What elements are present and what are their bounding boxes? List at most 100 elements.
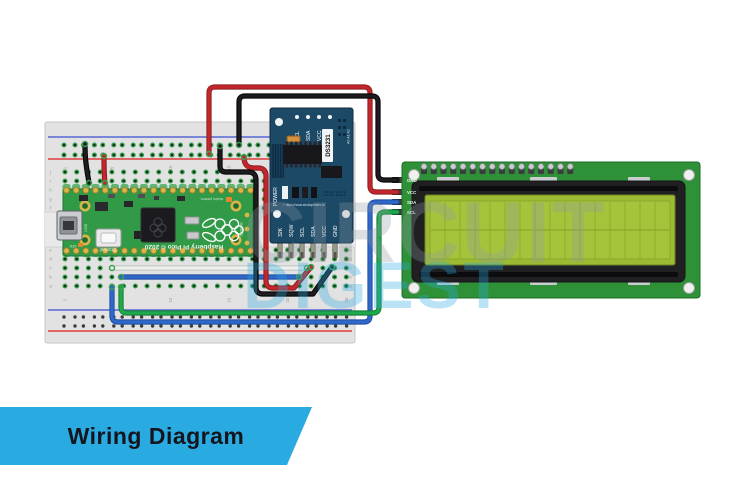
rail-hole (120, 315, 124, 319)
breadboard-hole (74, 256, 80, 262)
row-letter: e (349, 248, 352, 253)
breadboard-hole (320, 265, 326, 271)
breadboard-hole (109, 274, 115, 280)
lcd-header-pin (518, 163, 525, 170)
breadboard-hole (97, 274, 103, 280)
wire-end-hole (100, 152, 108, 160)
rail-hole (227, 152, 233, 158)
pico-pad (150, 186, 157, 194)
breadboard-hole (214, 178, 220, 184)
rail-hole (177, 152, 183, 158)
row-letter: c (49, 266, 51, 271)
pico-pad (130, 186, 138, 194)
raspberry-logo (201, 217, 244, 243)
ds3231-bottom-pin-label: SQW (289, 225, 295, 237)
battery-stripe (277, 144, 279, 178)
chip-pin (290, 163, 293, 168)
breadboard-hole (238, 178, 244, 184)
rail-hole (255, 142, 261, 148)
rail-hole (189, 324, 194, 328)
address-pads (338, 119, 346, 136)
breadboard-hole (179, 178, 185, 184)
rail-hole (139, 324, 144, 328)
chip-pin (294, 163, 298, 168)
lcd-header-pin (566, 163, 574, 170)
rail-hole (306, 324, 310, 328)
rail-hole (139, 152, 145, 158)
breadboard-hole (144, 283, 150, 289)
smd-component (79, 195, 88, 201)
breadboard-hole (74, 283, 80, 289)
led-label: LED (69, 244, 76, 248)
row-letter: b (49, 275, 52, 280)
breadboard-hole (179, 169, 185, 175)
lcd-mount-hole (683, 282, 695, 294)
chip-pin (318, 141, 321, 146)
row-letter: g (49, 197, 52, 202)
row-letter: j (49, 170, 51, 175)
ds3231-mount-hole (342, 210, 350, 218)
rail-hole (198, 315, 202, 319)
wire-black-lcd (237, 94, 399, 182)
breadboard-hole (156, 256, 162, 262)
maker-label: studio pieters (201, 197, 224, 201)
rail-hole (150, 152, 156, 158)
wire-red-lcd (207, 85, 399, 194)
breadboard-hole (191, 169, 197, 175)
rail-holes-bottom (62, 315, 349, 328)
lcd-header-pins (420, 163, 574, 174)
ds3231-top-pin-label: SDA (306, 130, 312, 141)
breadboard-hole (203, 283, 209, 289)
breadboard-hole (121, 169, 127, 175)
breadboard-hole (167, 283, 174, 289)
rail-hole (267, 315, 271, 319)
wire-end-hole (85, 179, 93, 187)
power-led (226, 197, 232, 202)
resistor (286, 135, 301, 143)
rail-hole (169, 152, 175, 158)
rail-hole (119, 152, 125, 158)
rail-hole (217, 324, 221, 328)
pico-pad (188, 247, 196, 255)
wire-end-hole (303, 264, 311, 272)
breadboard-hole (343, 274, 349, 280)
breadboard-hole (214, 256, 220, 262)
rail-hole (333, 315, 338, 319)
breadboard-hole (97, 283, 103, 289)
smd-component (282, 186, 288, 199)
pico-pad (227, 186, 235, 194)
rail-hole (247, 315, 252, 319)
rail-hole (275, 315, 280, 319)
power-label: POWER (273, 187, 279, 206)
rail-hole (344, 315, 349, 319)
pico-pad (208, 186, 216, 194)
wire-end-hole (117, 273, 125, 281)
chip-pin (304, 163, 307, 168)
rail-hole (217, 315, 221, 319)
breadboard-hole (62, 178, 68, 184)
bootsel-label: Bootsel (100, 246, 117, 252)
rail-hole (286, 315, 291, 319)
breadboard-hole (167, 169, 174, 175)
breadboard-hole (226, 178, 232, 184)
pico-pad (179, 186, 187, 194)
rail-hole (61, 142, 67, 148)
solder-pad (336, 194, 338, 196)
ds3231-chip-label: DS3231 (325, 134, 332, 157)
row-letter: b (349, 275, 352, 280)
rail-hole (228, 315, 232, 319)
smd-component (154, 196, 159, 200)
pico-pad (101, 186, 109, 194)
usb-opening (63, 221, 74, 230)
pico-pad (169, 186, 177, 194)
rail-hole (247, 152, 253, 158)
pico-pad (72, 247, 80, 255)
pico-pad (208, 247, 216, 255)
ds3231-bottom-pin-label: VCC (322, 226, 328, 237)
solder-pad (341, 194, 344, 196)
row-letter: d (349, 257, 352, 262)
breadboard-hole (74, 265, 80, 271)
lcd-header-pin (547, 163, 555, 170)
breadboard-hole (343, 247, 349, 253)
